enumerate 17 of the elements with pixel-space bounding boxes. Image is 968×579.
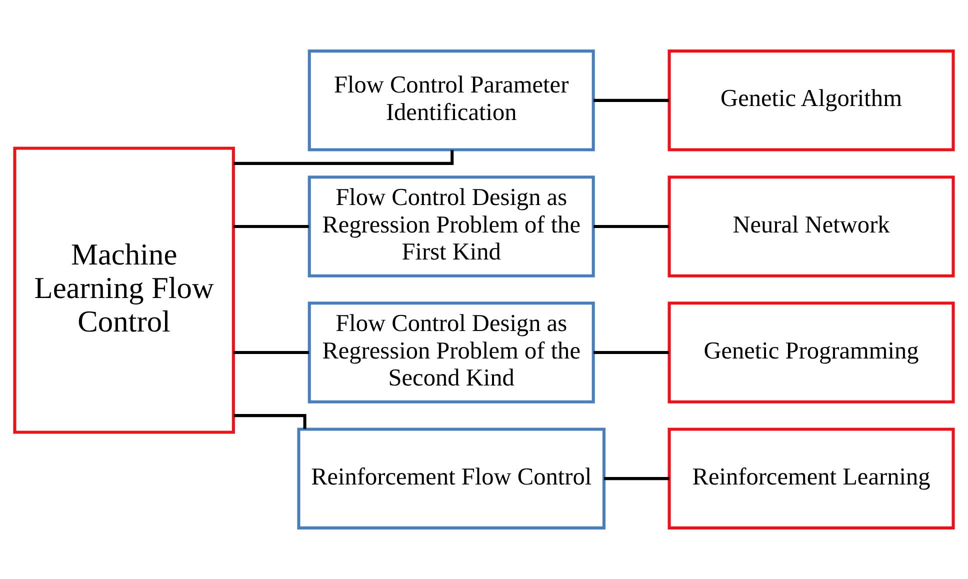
node-box: Genetic Algorithm [668, 50, 955, 152]
node-box: Flow Control Design as Regression Problem of the Second Kind [308, 302, 595, 404]
node-box: Neural Network [668, 176, 955, 278]
node-box: Machine Learning Flow Control [13, 146, 235, 434]
connector [234, 414, 306, 429]
node-box: Flow Control Parameter Identification [308, 50, 595, 152]
connector [234, 150, 454, 165]
node-box: Flow Control Design as Regression Problem of the First Kind [308, 176, 595, 278]
connector [594, 224, 669, 228]
connector [594, 98, 669, 102]
connector [594, 351, 669, 354]
connector [234, 351, 309, 354]
connector [234, 224, 309, 228]
node-box: Genetic Programming [668, 302, 955, 404]
node-box: Reinforcement Flow Control [297, 428, 606, 530]
node-box: Reinforcement Learning [668, 428, 955, 530]
connector [604, 477, 670, 480]
